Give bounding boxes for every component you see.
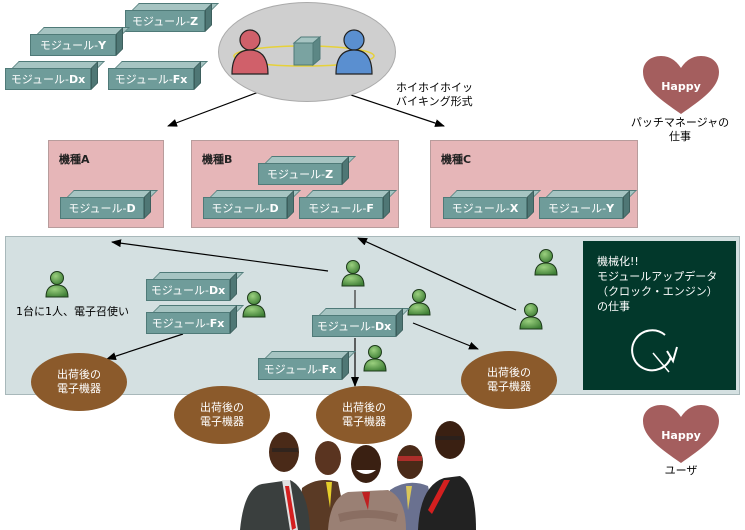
machine-a-module-d: モジュール-D — [60, 190, 158, 219]
top-module-z: モジュール-Z — [125, 3, 219, 32]
machine-b-module-z: モジュール-Z — [258, 156, 356, 185]
arrow-module-fx-left — [106, 333, 184, 360]
field-module-fx: モジュール-Fx — [146, 305, 244, 334]
field-module-dx-center: モジュール-Dx — [312, 308, 410, 337]
heart-icon — [643, 56, 719, 114]
user-caption: ユーザ — [664, 464, 698, 477]
arrow-module-dx-right — [412, 322, 479, 350]
machine-c-module-x: モジュール-X — [443, 190, 541, 219]
arrow-field-to-left — [111, 239, 329, 272]
field-module-dx: モジュール-Dx — [146, 272, 244, 301]
device-oval: 出荷後の電子機器 — [461, 351, 557, 409]
manager-happy-heart: Happy — [641, 56, 721, 126]
device-oval: 出荷後の電子機器 — [31, 353, 127, 411]
user-person-icon — [240, 432, 310, 530]
hub-illustration — [231, 29, 375, 75]
arrow-right-person-to-center — [357, 237, 517, 311]
heart-icon — [643, 405, 719, 463]
top-module-fx: モジュール-Fx — [108, 61, 208, 90]
machine-b-module-d: モジュール-D — [203, 190, 301, 219]
machine-b-module-f: モジュール-F — [299, 190, 397, 219]
device-oval: 出荷後の電子機器 — [316, 386, 412, 444]
device-oval: 出荷後の電子機器 — [174, 386, 270, 444]
machine-c-module-y: モジュール-Y — [539, 190, 637, 219]
field-module-fx-center: モジュール-Fx — [258, 351, 356, 380]
clock-engine-icon — [631, 329, 678, 373]
blue-person-icon — [335, 29, 373, 75]
user-person-icon — [328, 445, 406, 530]
user-person-icon — [418, 421, 476, 530]
user-happy-heart: Happy — [641, 405, 721, 475]
hub-caption: ホイホイホイッ バイキング形式 — [396, 81, 473, 108]
automation-box: 機械化!! モジュールアップデータ （クロック・エンジン） の仕事 — [583, 241, 736, 390]
users-group-illustration — [240, 421, 476, 530]
top-module-dx: モジュール-Dx — [5, 61, 105, 90]
red-person-icon — [231, 29, 269, 75]
top-module-y: モジュール-Y — [30, 27, 130, 56]
one-per-unit-label: 1台に1人、電子召使い — [16, 305, 129, 318]
manager-caption: パッチマネージャの 仕事 — [630, 116, 730, 143]
cube-icon — [292, 35, 322, 67]
